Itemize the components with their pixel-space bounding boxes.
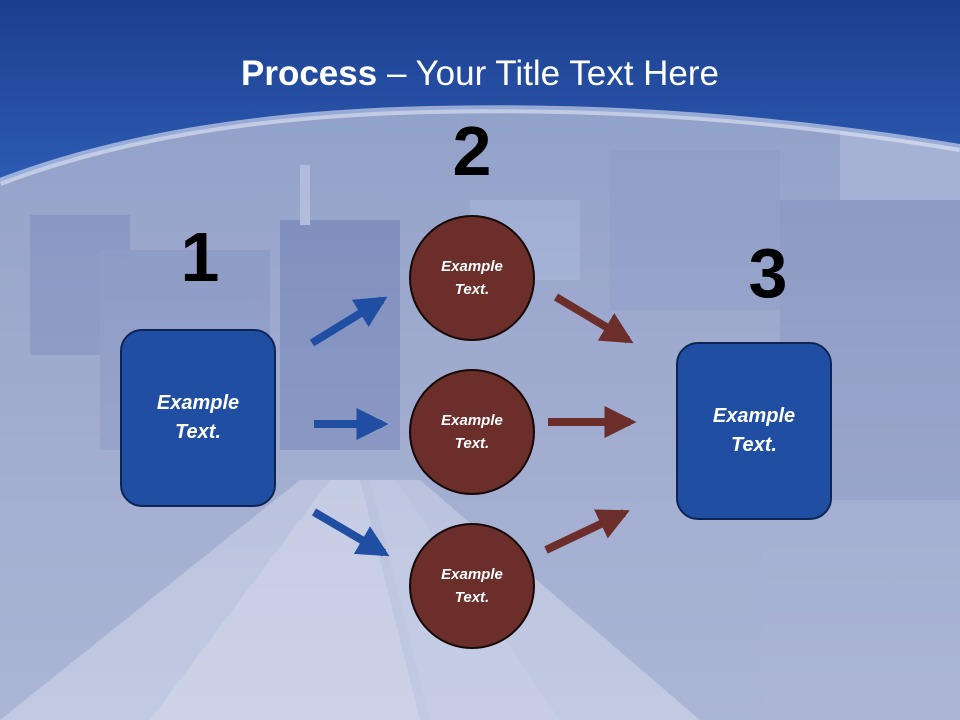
header-band (0, 0, 960, 186)
title-bold: Process (241, 54, 378, 93)
title-dash: – (377, 54, 416, 93)
step-2-circle-top: Example Text. (409, 215, 535, 341)
arrow-top-circle-to-3 (553, 293, 634, 344)
step-3-box: Example Text. (676, 342, 832, 520)
step-2-circle-middle: Example Text. (409, 369, 535, 495)
circle-bottom-text: Example Text. (441, 566, 503, 606)
step-1-text: Example Text. (156, 392, 240, 443)
arrow-bottom-circle-to-3 (544, 509, 630, 554)
circle-middle-text: Example Text. (441, 412, 503, 452)
arrow-1-to-top-circle (309, 296, 388, 347)
step-number-1: 1 (180, 218, 220, 296)
circle-top-text: Example Text. (441, 258, 503, 298)
step-number-2: 2 (452, 112, 492, 190)
arrow-1-to-bottom-circle (311, 508, 390, 557)
step-3-text: Example Text. (712, 405, 796, 456)
step-2-circle-bottom: Example Text. (409, 523, 535, 649)
title-rest: Your Title Text Here (415, 54, 720, 93)
step-number-3: 3 (748, 234, 788, 312)
step-1-box: Example Text. (120, 329, 276, 507)
slide-title: Process – Your Title Text Here (0, 52, 960, 96)
